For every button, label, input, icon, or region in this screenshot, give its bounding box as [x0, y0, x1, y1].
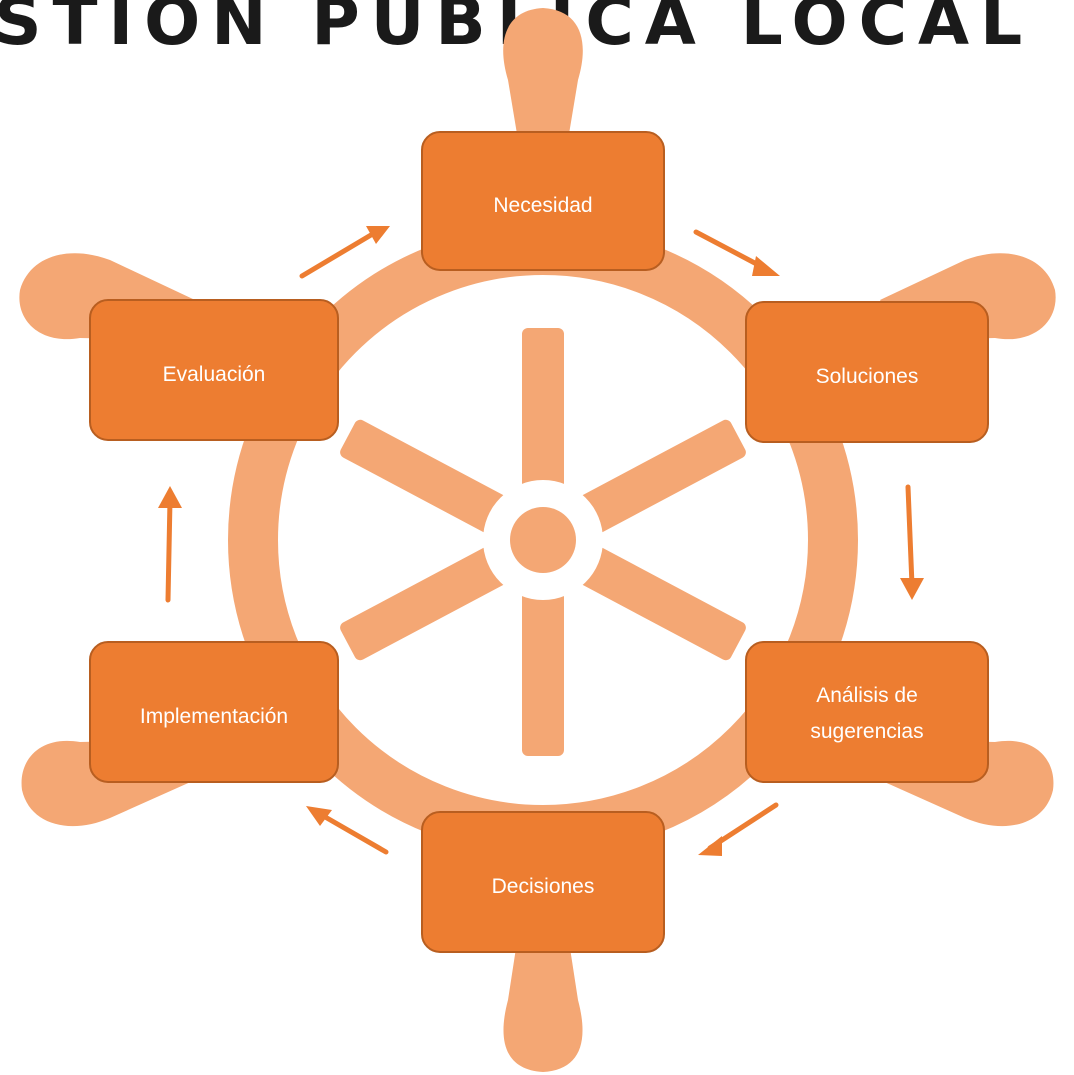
- arrow-necesidad-to-soluciones: [693, 229, 780, 276]
- step-label-analisis-line-2: sugerencias: [810, 720, 923, 743]
- arrow-soluciones-to-analisis: [900, 484, 924, 600]
- step-label-soluciones: Soluciones: [816, 365, 919, 388]
- step-label-implementacion: Implementación: [140, 705, 288, 728]
- step-necesidad: Necesidad: [421, 131, 665, 271]
- step-label-evaluacion: Evaluación: [163, 363, 266, 386]
- cycle-steps: Necesidad Soluciones Análisis de sugeren…: [89, 131, 989, 953]
- step-label-decisiones: Decisiones: [492, 875, 595, 898]
- step-soluciones: Soluciones: [745, 301, 989, 443]
- step-analisis-de-sugerencias: Análisis de sugerencias: [745, 641, 989, 783]
- step-implementacion: Implementación: [89, 641, 339, 783]
- wheel-handle-top: [503, 8, 583, 140]
- step-decisiones: Decisiones: [421, 811, 665, 953]
- arrow-evaluacion-to-necesidad: [299, 226, 390, 279]
- wheel-hub: [510, 507, 576, 573]
- step-label-analisis-line-1: Análisis de: [816, 684, 918, 707]
- wheel-handle-bottom: [503, 935, 583, 1072]
- arrow-analisis-to-decisiones: [698, 802, 779, 856]
- step-label-necesidad: Necesidad: [493, 194, 592, 217]
- cycle-arrows: [158, 226, 924, 856]
- arrow-decisiones-to-implementacion: [306, 806, 389, 855]
- arrow-implementacion-to-evaluacion: [158, 486, 182, 603]
- step-evaluacion: Evaluación: [89, 299, 339, 441]
